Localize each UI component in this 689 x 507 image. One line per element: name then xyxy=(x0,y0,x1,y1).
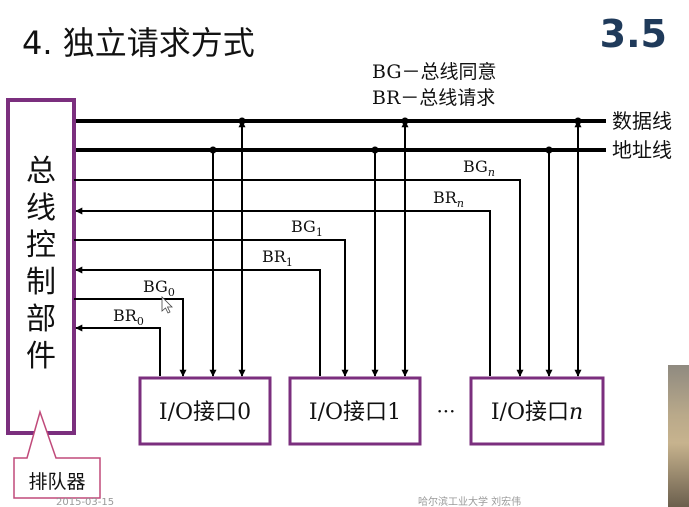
signal-label-br-n: BRn xyxy=(433,188,464,210)
signal-label-bg-1: BG1 xyxy=(291,217,323,239)
address-bus-label: 地址线 xyxy=(612,138,672,162)
io-interface-0-label: I/O接口0 xyxy=(159,400,251,425)
controller-char-3: 制 xyxy=(26,265,56,300)
arbiter-callout xyxy=(13,409,101,499)
controller-char-1: 线 xyxy=(26,191,56,226)
footer-date: 2015-03-15 xyxy=(56,497,114,507)
br-1-line xyxy=(75,266,321,376)
bg-1-line xyxy=(74,239,349,377)
bg-0-line xyxy=(74,298,187,377)
br-0-line xyxy=(75,324,161,376)
legend-br: BR－总线请求 xyxy=(372,87,495,109)
io-interface-n-label: I/O接口n xyxy=(491,400,583,425)
bg-n-line xyxy=(74,179,524,377)
slide-title: 4. 独立请求方式 xyxy=(22,24,255,62)
footer-credit: 哈尔滨工业大学 刘宏伟 xyxy=(418,495,521,507)
signal-label-bg-0: BG0 xyxy=(143,277,175,299)
signal-label-br-0: BR0 xyxy=(113,306,144,328)
controller-char-5: 件 xyxy=(26,339,56,374)
ellipsis: ··· xyxy=(436,399,455,423)
io-interface-0-box xyxy=(138,376,272,446)
controller-char-2: 控 xyxy=(26,228,56,263)
data-bus-label: 数据线 xyxy=(612,109,672,133)
controller-char-0: 总 xyxy=(26,154,56,189)
arbiter-callout-text: 排队器 xyxy=(28,471,85,493)
br-n-line xyxy=(75,207,491,376)
signal-label-br-1: BR1 xyxy=(262,247,293,269)
mouse-cursor-icon xyxy=(161,296,173,314)
controller-char-4: 部 xyxy=(26,302,56,337)
io-interface-n-box xyxy=(469,376,605,446)
legend-bg: BG－总线同意 xyxy=(372,61,497,83)
bus-controller-box xyxy=(6,98,76,435)
section-number: 3.5 xyxy=(599,12,667,56)
io-interface-1-label: I/O接口1 xyxy=(309,400,401,425)
signal-label-bg-n: BGn xyxy=(463,157,495,179)
video-thumbnail xyxy=(668,365,689,507)
io-interface-1-box xyxy=(288,376,422,446)
